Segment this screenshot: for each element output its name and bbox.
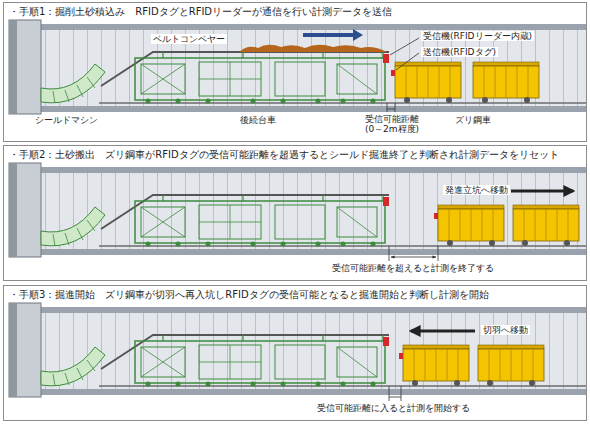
dimension-line (387, 103, 395, 112)
part-label: 発進立坑へ移動 (443, 185, 510, 195)
part-label: シールドマシン (33, 115, 100, 125)
part-label: 切羽へ移動 (481, 325, 530, 335)
panel-ground (3, 285, 587, 421)
backup-trailer (101, 195, 389, 247)
muck-car (513, 205, 579, 246)
part-label: 送信機(RFIDタグ) (421, 47, 498, 57)
dimension-line (389, 246, 438, 261)
step3-scene (3, 285, 587, 421)
part-label: ベルトコンベヤー (151, 34, 227, 44)
panel-ground (3, 2, 587, 142)
panel-ground (3, 145, 587, 281)
leader-line (396, 53, 419, 70)
muck-car (438, 205, 504, 246)
rfid-tag (434, 213, 438, 219)
dimension-line (391, 257, 436, 258)
flow-arrow (303, 33, 353, 37)
muck-car (403, 345, 469, 386)
muck-pile (239, 45, 387, 52)
step1-scene (3, 2, 587, 142)
move-arrow (411, 330, 475, 333)
rfid-tag (399, 353, 403, 359)
tunnel-lining (39, 307, 587, 395)
dimension-line (387, 109, 395, 110)
rfid-tag (391, 70, 395, 76)
part-label: 受信可能距離に入ると計測を開始する (315, 403, 472, 413)
shield-machine (9, 20, 105, 114)
step-title: ・手順1：掘削土砂積込み RFIDタグとRFIDリーダーが通信を行い計測データを… (4, 3, 586, 18)
step-title: ・手順2：土砂搬出 ズリ鋼車がRFIDタグの受信可能距離を超過するとシールド掘進… (4, 146, 586, 161)
backup-trailer (101, 52, 389, 104)
tunnel-lining (39, 24, 587, 112)
dimension-line (389, 386, 401, 401)
part-label: 受信可能距離を超えると計測を終了する (330, 263, 496, 273)
leader-line (390, 38, 419, 55)
part-label: ズリ鋼車 (453, 115, 493, 125)
move-arrow (511, 190, 573, 193)
muck-car (478, 345, 544, 386)
backup-trailer (101, 335, 389, 387)
step2-scene (3, 145, 587, 281)
step-panel: ・手順2：土砂搬出 ズリ鋼車がRFIDタグの受信可能距離を超過するとシールド掘進… (3, 145, 587, 281)
flow-arrow-head (353, 29, 363, 41)
part-label: 後続台車 (238, 115, 278, 125)
step-title: ・手順3：掘進開始 ズリ鋼車が切羽へ再入坑しRFIDタグの受信可能となると掘進開… (4, 286, 586, 301)
muck-car (395, 62, 461, 103)
part-label: 受信機(RFIDリーダー内蔵) (421, 31, 534, 41)
step-panel: ・手順3：掘進開始 ズリ鋼車が切羽へ再入坑しRFIDタグの受信可能となると掘進開… (3, 285, 587, 421)
part-label: 受信可能距離 (0～2m程度) (359, 114, 425, 135)
shield-machine (9, 303, 105, 397)
dimension-line (389, 397, 401, 398)
shield-machine (9, 163, 105, 257)
tunnel-lining (39, 167, 587, 255)
muck-car (473, 62, 539, 103)
